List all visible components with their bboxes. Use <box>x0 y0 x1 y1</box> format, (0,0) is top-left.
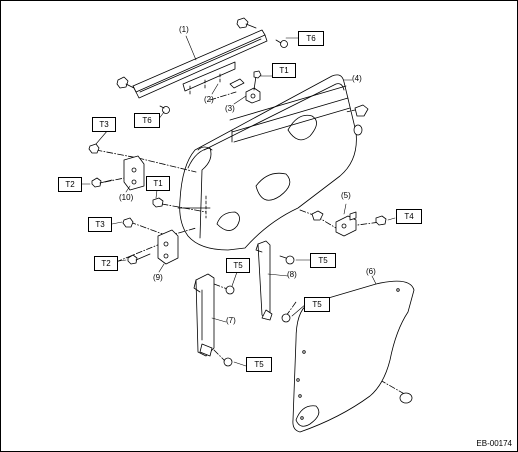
torque-box-t1: T1 <box>272 63 296 78</box>
bolt-icon <box>375 215 387 226</box>
bolt-icon <box>236 17 257 29</box>
bolt-icon <box>281 313 291 323</box>
torque-box-t2: T2 <box>58 177 82 192</box>
hinge-part-9 <box>157 229 179 265</box>
torque-box-t2: T2 <box>94 256 118 271</box>
torque-box-t5: T5 <box>226 258 250 273</box>
figure-code: EB-00174 <box>476 439 512 448</box>
torque-box-t4: T4 <box>396 209 422 224</box>
torque-box-t5: T5 <box>246 357 272 372</box>
bolt-icon <box>122 217 134 228</box>
stay-bracket-part-2 <box>182 61 245 97</box>
torque-box-t3: T3 <box>88 217 112 232</box>
bolt-icon <box>275 39 288 48</box>
grommet-icon <box>353 124 363 136</box>
hinge-part-10 <box>123 155 145 191</box>
torque-box-t1: T1 <box>146 176 170 191</box>
bolt-icon <box>225 285 235 295</box>
part-label-8: (8) <box>287 270 297 279</box>
sealing-cover-part-6 <box>292 280 415 433</box>
part-label-9: (9) <box>153 273 163 282</box>
part-label-3: (3) <box>225 104 235 113</box>
part-label-6: (6) <box>366 267 376 276</box>
bolt-icon <box>223 357 233 367</box>
bolt-icon <box>91 177 113 188</box>
bolt-icon <box>285 255 295 265</box>
bracket-part-3 <box>245 70 262 104</box>
bolt-icon <box>127 253 151 265</box>
part-label-10: (10) <box>119 193 134 202</box>
part-label-2: (2) <box>204 95 214 104</box>
clip-icon <box>311 210 324 221</box>
door-trim-panel-part-4 <box>177 74 357 251</box>
door-latch-part-5 <box>335 211 357 237</box>
label-leaders <box>79 35 396 367</box>
front-channel-part-7 <box>193 273 215 357</box>
torque-box-t5: T5 <box>310 253 336 268</box>
torque-box-t3: T3 <box>92 117 116 132</box>
sash-bar-part-1 <box>132 29 268 99</box>
bolt-icon <box>159 105 170 114</box>
torque-box-t5: T5 <box>304 297 330 312</box>
part-label-5: (5) <box>341 191 351 200</box>
rear-channel-part-8 <box>255 240 273 321</box>
part-label-7: (7) <box>226 316 236 325</box>
bolt-icon <box>152 197 164 208</box>
bolt-icon <box>88 143 100 154</box>
torque-box-t6: T6 <box>298 31 324 46</box>
part-label-1: (1) <box>179 25 189 34</box>
part-label-4: (4) <box>352 74 362 83</box>
grommet-icon <box>399 392 413 404</box>
bolt-icon <box>116 76 135 89</box>
clip-icon <box>345 104 369 117</box>
torque-box-t6: T6 <box>134 113 160 128</box>
